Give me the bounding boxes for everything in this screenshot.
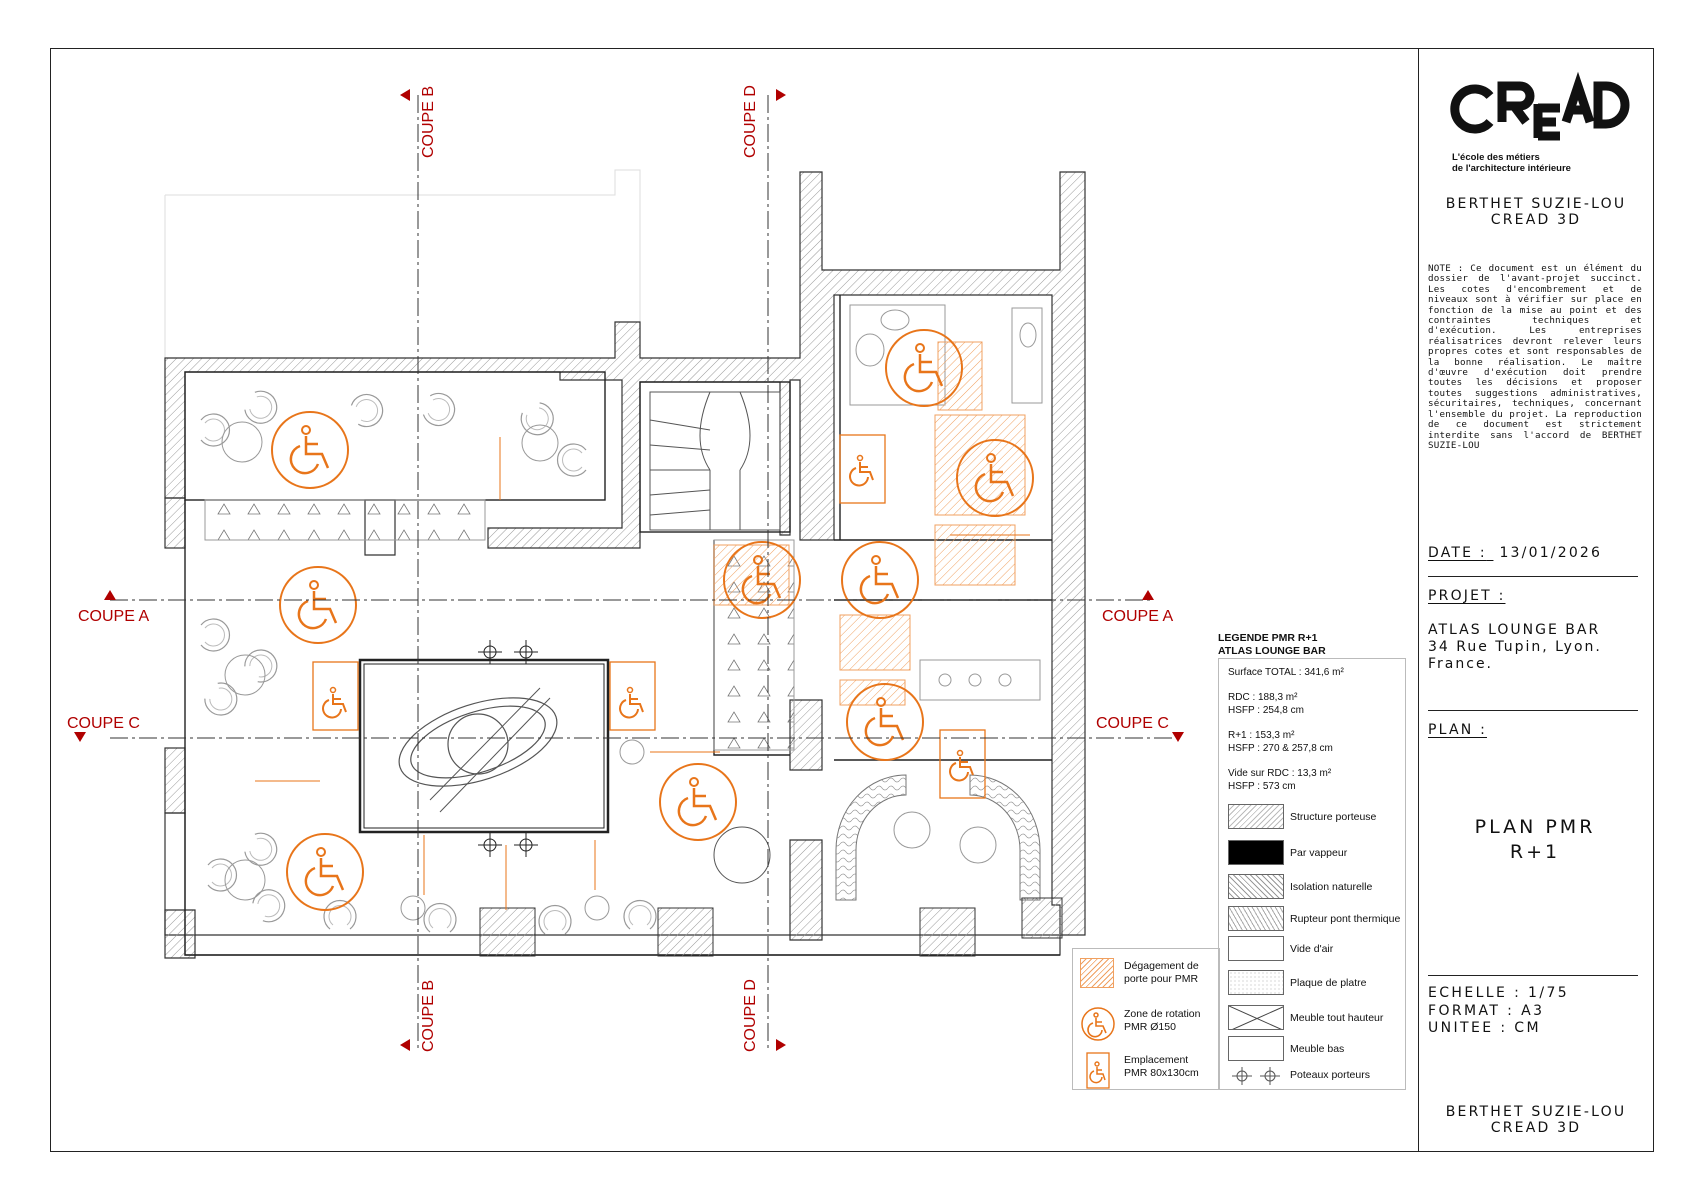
legend-item-vide-air: Vide d'air <box>1228 936 1403 962</box>
cut-label-b-bottom: COUPE B <box>420 979 437 1052</box>
logo-tagline: L'école des métiers de l'architecture in… <box>1452 152 1571 174</box>
date-label: DATE : <box>1428 545 1487 561</box>
seating-arches <box>835 774 1041 901</box>
wheelchair-spot-icon <box>1086 1052 1110 1089</box>
r1-surface: R+1 : 153,3 m² <box>1228 730 1295 741</box>
plan-label: PLAN : <box>1428 722 1487 738</box>
poteaux-icon <box>1232 1067 1280 1085</box>
title-block <box>1418 48 1654 1152</box>
legend-item-isolation: Isolation naturelle <box>1228 874 1403 900</box>
central-void <box>358 658 610 834</box>
cut-label-d-top: COUPE D <box>742 85 759 158</box>
rdc-surface: RDC : 188,3 m² <box>1228 692 1298 703</box>
plan-title: PLAN PMR R+1 <box>1474 816 1596 863</box>
legend-title-line-2: ATLAS LOUNGE BAR <box>1218 645 1326 657</box>
scale-info: ECHELLE : 1/75 FORMAT : A3 UNITEE : CM <box>1428 985 1569 1038</box>
pmr-legend-box <box>1072 948 1220 1090</box>
vide-surface: Vide sur RDC : 13,3 m² <box>1228 768 1332 779</box>
meuble-haut-swatch <box>1228 1005 1284 1030</box>
sheet-border <box>50 48 1654 1152</box>
wheelchair-circle-icon <box>1081 1007 1115 1041</box>
cut-label-c-right: COUPE C <box>1096 715 1169 732</box>
vide-height: HSFP : 573 cm <box>1228 781 1296 792</box>
cut-label-a-right: COUPE A <box>1102 608 1174 625</box>
date-row: DATE : 13/01/2026 <box>1428 545 1602 561</box>
divider <box>1428 975 1638 976</box>
echelle: ECHELLE : 1/75 <box>1428 985 1570 1001</box>
format: FORMAT : A3 <box>1428 1002 1545 1019</box>
cut-label-c-left: COUPE C <box>67 715 140 732</box>
staircase <box>649 391 781 531</box>
pmr-spots <box>312 434 986 799</box>
pmr-door-zones <box>713 341 1026 706</box>
date-value: 13/01/2026 <box>1499 545 1603 561</box>
legend-item-rupteur: Rupteur pont thermique <box>1228 906 1403 932</box>
projet-label: PROJET : <box>1428 588 1506 604</box>
divider <box>1428 576 1638 577</box>
projet-details: ATLAS LOUNGE BAR 34 Rue Tupin, Lyon. Fra… <box>1428 622 1602 672</box>
r1-height: HSFP : 270 & 257,8 cm <box>1228 743 1333 754</box>
cut-label-a-left: COUPE A <box>78 608 150 625</box>
cread-logo <box>1450 71 1630 141</box>
legal-note: NOTE : Ce document est un élément du dos… <box>1428 263 1642 451</box>
pmr-rotation-zones <box>270 328 1035 912</box>
legend-item-plaque: Plaque de platre <box>1228 970 1403 996</box>
rdc-height: HSFP : 254,8 cm <box>1228 705 1304 716</box>
cut-label-b-top: COUPE B <box>420 85 437 158</box>
legend-item-par-vapeur: Par vappeur <box>1228 840 1403 866</box>
section-arrows <box>74 89 1184 1051</box>
section-lines <box>110 95 1180 1050</box>
legend-box <box>1218 658 1406 1090</box>
legend-stats: Surface TOTAL : 341,6 m² RDC : 188,3 m² … <box>1228 666 1344 793</box>
divider <box>1428 710 1638 711</box>
unitee: UNITEE : CM <box>1428 1020 1541 1036</box>
legend-item-structure: Structure porteuse <box>1228 804 1403 830</box>
cut-label-d-bottom: COUPE D <box>742 979 759 1052</box>
degagement-swatch <box>1080 958 1114 988</box>
legend-item-meuble-bas: Meuble bas <box>1228 1036 1403 1062</box>
author-top: BERTHET SUZIE-LOU CREAD 3D <box>1445 196 1627 228</box>
surface-total: Surface TOTAL : 341,6 m² <box>1228 667 1344 678</box>
legend-title: LEGENDE PMR R+1 ATLAS LOUNGE BAR <box>1218 632 1326 658</box>
legend-item-meuble-haut: Meuble tout hauteur <box>1228 1005 1403 1031</box>
legend-title-line-1: LEGENDE PMR R+1 <box>1218 632 1318 644</box>
author-bottom: BERTHET SUZIE-LOU CREAD 3D <box>1445 1104 1627 1136</box>
legend-item-poteaux: Poteaux porteurs <box>1228 1064 1403 1090</box>
